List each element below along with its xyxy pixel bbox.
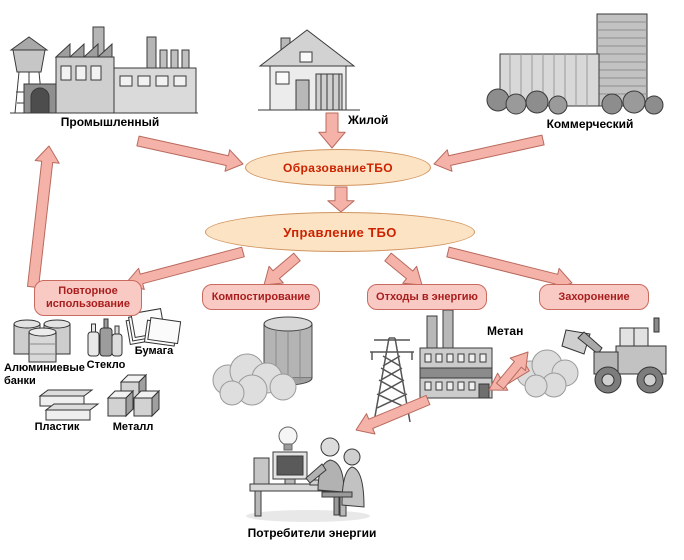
light-bulb-icon: [278, 426, 298, 451]
paper-illustration: [125, 308, 182, 347]
label-paper: Бумага: [134, 345, 174, 357]
flow-arrow: [263, 252, 301, 286]
node-composting-label: Компостирование: [211, 290, 311, 303]
flow-arrow: [433, 134, 545, 172]
house-illustration: [258, 29, 360, 111]
industrial-illustration: [9, 26, 198, 114]
composting-illustration: [212, 316, 313, 406]
flow-arrow: [136, 135, 244, 172]
flow-arrow: [496, 351, 529, 390]
flow-arrow: [318, 112, 346, 149]
node-landfill-label: Захоронение: [558, 290, 630, 303]
node-waste-to-energy: Отходы в энергию: [367, 284, 487, 310]
node-landfill: Захоронение: [539, 284, 649, 310]
flow-arrows: [27, 112, 573, 435]
node-composting: Компостирование: [202, 284, 320, 310]
node-waste-to-energy-label: Отходы в энергию: [376, 290, 478, 303]
node-reuse-label: Повторное использование: [46, 285, 130, 310]
label-aluminum-cans: Алюминиевые банки: [4, 362, 85, 387]
plastic-illustration: [38, 389, 100, 421]
flow-arrow: [384, 252, 423, 286]
label-plastic: Пластик: [34, 421, 80, 433]
metal-illustration: [106, 373, 161, 418]
power-plant-illustration: [419, 309, 493, 399]
flow-arrow: [327, 186, 355, 213]
label-glass: Стекло: [86, 359, 126, 371]
flow-arrow: [355, 394, 431, 435]
node-reuse: Повторное использование: [34, 280, 142, 316]
node-waste-generation-label: ОбразованиеТБО: [283, 160, 393, 175]
label-metal: Металл: [112, 421, 154, 433]
loader-illustration: [561, 317, 667, 394]
commercial-illustration: [486, 13, 664, 115]
node-waste-management: Управление ТБО: [205, 212, 475, 252]
label-energy-consumers: Потребители энергии: [247, 526, 377, 540]
node-waste-generation: ОбразованиеТБО: [245, 149, 431, 186]
aluminum-cans-illustration: [13, 319, 71, 363]
flow-arrow: [27, 145, 60, 289]
glass-bottles-illustration: [87, 318, 123, 357]
label-commercial: Коммерческий: [546, 117, 634, 131]
label-residential: Жилой: [348, 113, 389, 127]
label-methane: Метан: [487, 324, 524, 338]
label-industrial: Промышленный: [60, 115, 160, 129]
node-waste-management-label: Управление ТБО: [283, 224, 397, 240]
energy-consumers-illustration: [246, 437, 370, 522]
power-tower-illustration: [370, 337, 414, 423]
